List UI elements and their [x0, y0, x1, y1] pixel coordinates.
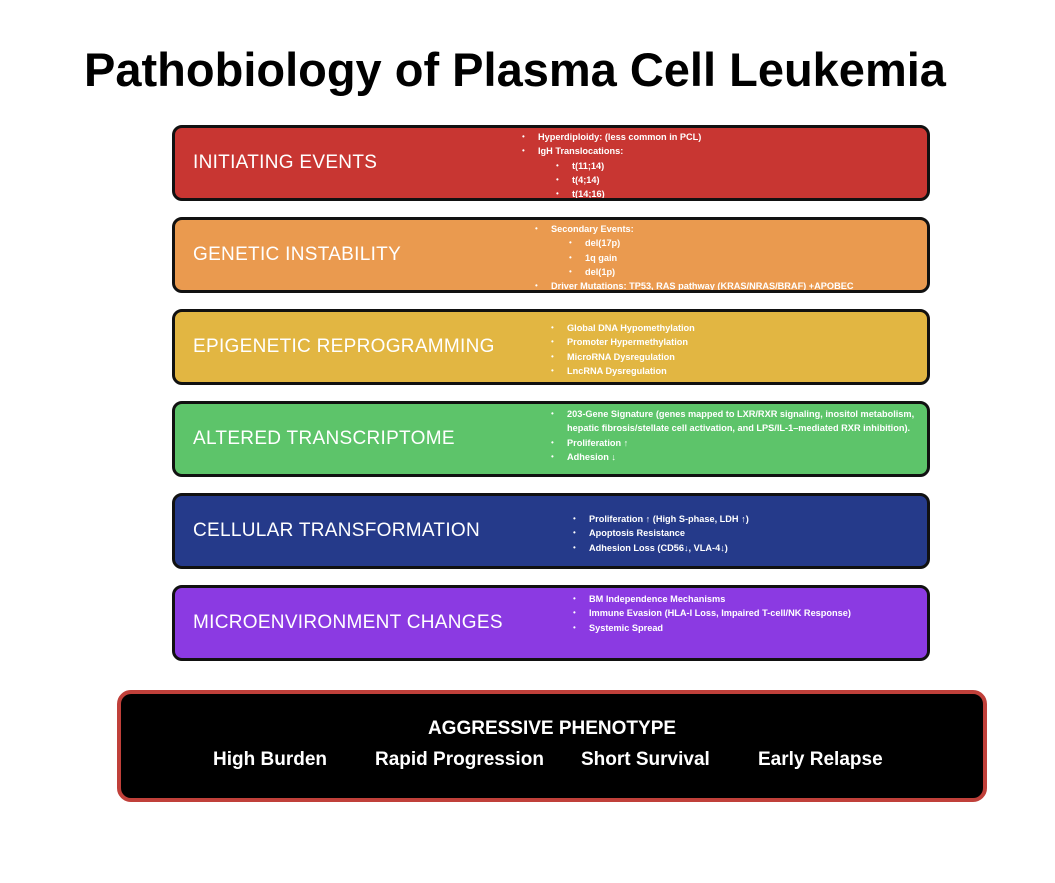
detail-item: Adhesion ↓ — [549, 450, 927, 465]
stage-details: BM Independence Mechanisms Immune Evasio… — [571, 592, 851, 635]
phenotype-feature-rapid-progression: Rapid Progression — [375, 749, 544, 770]
detail-subitem: t(4;14) — [520, 173, 701, 188]
detail-subitem: 1q gain — [533, 251, 853, 266]
stage-label: MICROENVIRONMENT CHANGES — [193, 612, 503, 633]
detail-subitem: t(11;14) — [520, 159, 701, 174]
detail-subitem: t(14;16) — [520, 187, 701, 198]
stage-microenvironment-changes: MICROENVIRONMENT CHANGES BM Independence… — [172, 585, 930, 661]
phenotype-feature-high-burden: High Burden — [213, 749, 327, 770]
page-title: Pathobiology of Plasma Cell Leukemia — [84, 43, 946, 96]
stage-details: Global DNA Hypomethylation Promoter Hype… — [549, 321, 695, 378]
detail-item: MicroRNA Dysregulation — [549, 350, 695, 365]
stage-epigenetic-reprogramming: EPIGENETIC REPROGRAMMING Global DNA Hypo… — [172, 309, 930, 385]
detail-item: Secondary Events: — [533, 222, 853, 237]
detail-subitem: del(1p) — [533, 265, 853, 280]
phenotype-feature-short-survival: Short Survival — [581, 749, 710, 770]
stage-initiating-events: INITIATING EVENTS Hyperdiploidy: (less c… — [172, 125, 930, 201]
stage-label: INITIATING EVENTS — [193, 152, 378, 173]
stage-label: GENETIC INSTABILITY — [193, 244, 402, 265]
stage-label: ALTERED TRANSCRIPTOME — [193, 428, 455, 449]
stage-details: Proliferation ↑ (High S-phase, LDH ↑) Ap… — [571, 512, 749, 555]
detail-subitem: del(17p) — [533, 236, 853, 251]
phenotype-title: AGGRESSIVE PHENOTYPE — [427, 718, 677, 739]
stage-genetic-instability: GENETIC INSTABILITY Secondary Events: de… — [172, 217, 930, 293]
detail-item: Promoter Hypermethylation — [549, 335, 695, 350]
detail-item: Hyperdiploidy: (less common in PCL) — [520, 130, 701, 145]
stage-details: 203-Gene Signature (genes mapped to LXR/… — [549, 407, 927, 465]
stage-altered-transcriptome: ALTERED TRANSCRIPTOME 203-Gene Signature… — [172, 401, 930, 477]
detail-item: Proliferation ↑ — [549, 436, 927, 451]
detail-item: Global DNA Hypomethylation — [549, 321, 695, 336]
aggressive-phenotype-box: AGGRESSIVE PHENOTYPE High Burden Rapid P… — [117, 690, 987, 802]
stage-cellular-transformation: CELLULAR TRANSFORMATION Proliferation ↑ … — [172, 493, 930, 569]
stage-details: Hyperdiploidy: (less common in PCL) IgH … — [520, 130, 701, 198]
phenotype-feature-early-relapse: Early Relapse — [758, 749, 883, 770]
detail-item: Immune Evasion (HLA-I Loss, Impaired T-c… — [571, 606, 851, 621]
detail-item: Driver Mutations: TP53, RAS pathway (KRA… — [533, 279, 853, 290]
detail-item: Proliferation ↑ (High S-phase, LDH ↑) — [571, 512, 749, 527]
stage-label: EPIGENETIC REPROGRAMMING — [193, 336, 495, 357]
stage-details: Secondary Events: del(17p) 1q gain del(1… — [533, 222, 853, 290]
detail-item: Systemic Spread — [571, 621, 851, 636]
detail-item: IgH Translocations: — [520, 144, 701, 159]
detail-item: 203-Gene Signature (genes mapped to LXR/… — [549, 407, 927, 436]
detail-item: LncRNA Dysregulation — [549, 364, 695, 379]
detail-item: BM Independence Mechanisms — [571, 592, 851, 607]
detail-item: Adhesion Loss (CD56↓, VLA-4↓) — [571, 541, 749, 556]
stage-label: CELLULAR TRANSFORMATION — [193, 520, 481, 541]
detail-item: Apoptosis Resistance — [571, 526, 749, 541]
